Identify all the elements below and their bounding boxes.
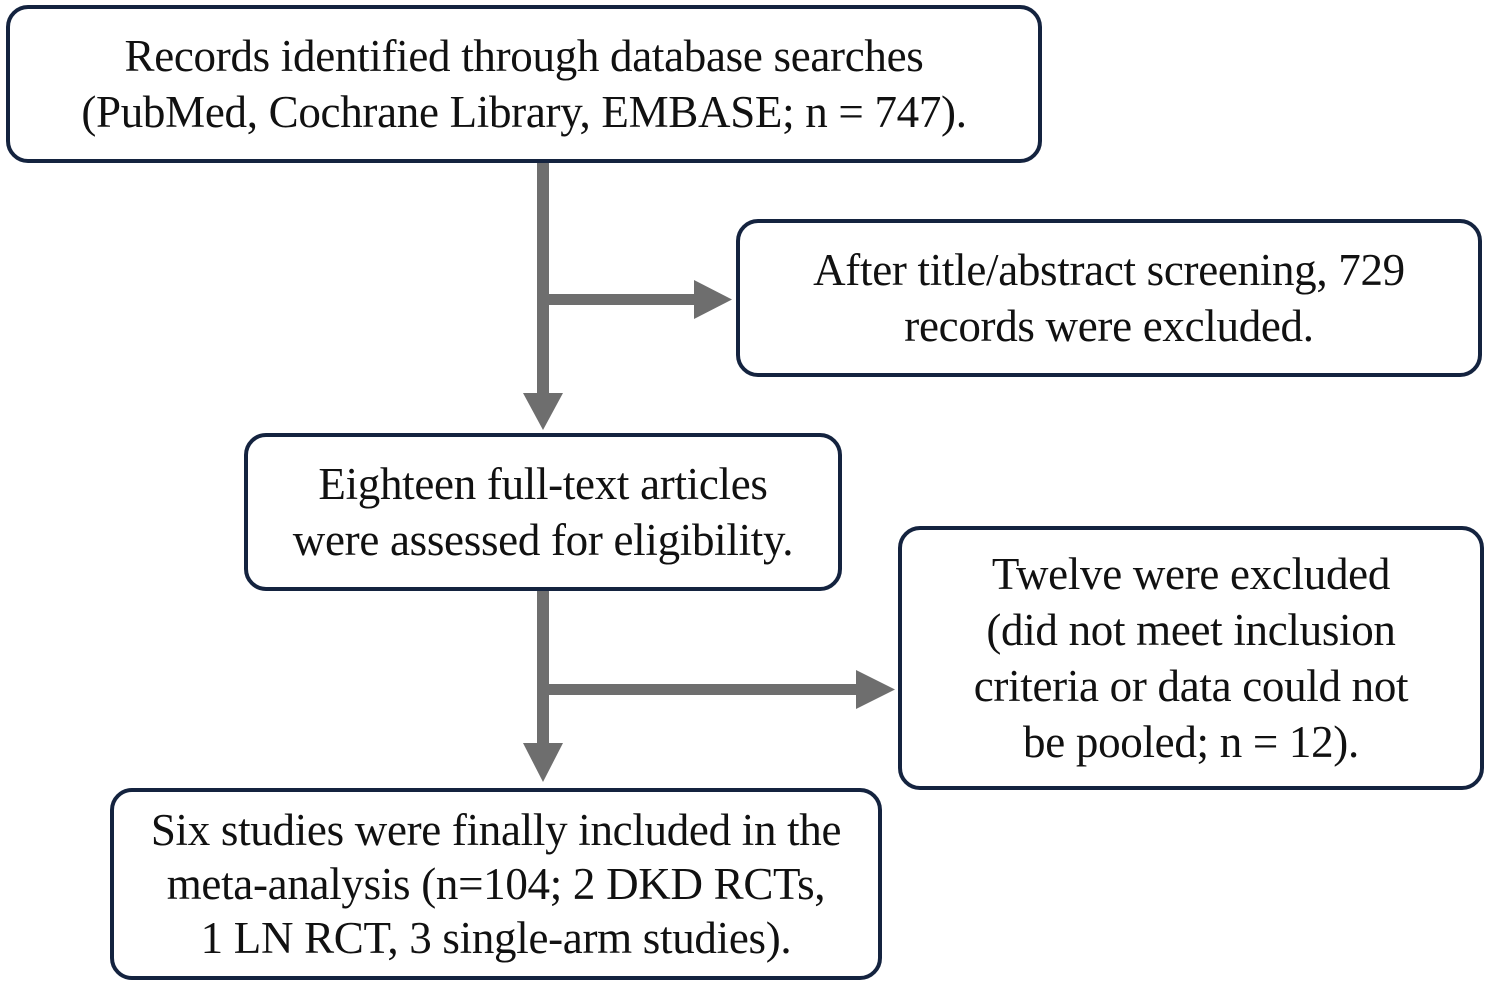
arrow-shaft-identified-to-fulltext bbox=[537, 163, 549, 395]
full-text-excluded-line-1: Twelve were excluded bbox=[991, 549, 1391, 599]
studies-included-line-2: meta-analysis (n=104; 2 DKD RCTs, bbox=[166, 859, 826, 909]
records-identified-box: Records identified through database sear… bbox=[6, 5, 1042, 163]
studies-included-line-3: 1 LN RCT, 3 single-arm studies). bbox=[200, 913, 792, 963]
screening-excluded-line-2: records were excluded. bbox=[904, 301, 1314, 351]
arrowhead-to-screening-excluded bbox=[694, 280, 732, 319]
full-text-assessed-line-2: were assessed for eligibility. bbox=[292, 515, 794, 565]
arrow-shaft-to-screening-excluded bbox=[549, 294, 697, 305]
arrowhead-to-fulltext bbox=[523, 393, 563, 430]
arrow-shaft-fulltext-to-included bbox=[537, 591, 549, 745]
screening-excluded-line-1: After title/abstract screening, 729 bbox=[813, 245, 1405, 295]
records-identified-line-1: Records identified through database sear… bbox=[124, 31, 924, 81]
full-text-excluded-line-2: (did not meet inclusion bbox=[986, 605, 1396, 655]
arrow-shaft-to-fulltext-excluded bbox=[549, 684, 859, 695]
records-identified-line-2: (PubMed, Cochrane Library, EMBASE; n = 7… bbox=[81, 87, 967, 137]
full-text-excluded-line-3: criteria or data could not bbox=[973, 661, 1409, 711]
full-text-excluded-line-4: be pooled; n = 12). bbox=[1023, 717, 1359, 767]
records-identified-text: Records identified through database sear… bbox=[81, 28, 967, 140]
screening-excluded-box: After title/abstract screening, 729 reco… bbox=[736, 219, 1482, 377]
studies-included-line-1: Six studies were finally included in the bbox=[150, 805, 842, 855]
full-text-excluded-box: Twelve were excluded (did not meet inclu… bbox=[898, 526, 1484, 790]
full-text-assessed-line-1: Eighteen full-text articles bbox=[318, 459, 768, 509]
studies-included-text: Six studies were finally included in the… bbox=[150, 803, 842, 965]
full-text-assessed-box: Eighteen full-text articles were assesse… bbox=[244, 433, 842, 591]
full-text-excluded-text: Twelve were excluded (did not meet inclu… bbox=[974, 546, 1409, 770]
arrowhead-to-fulltext-excluded bbox=[856, 670, 895, 709]
studies-included-box: Six studies were finally included in the… bbox=[110, 788, 882, 980]
arrowhead-to-included bbox=[523, 743, 563, 782]
full-text-assessed-text: Eighteen full-text articles were assesse… bbox=[292, 456, 794, 568]
screening-excluded-text: After title/abstract screening, 729 reco… bbox=[813, 242, 1405, 354]
